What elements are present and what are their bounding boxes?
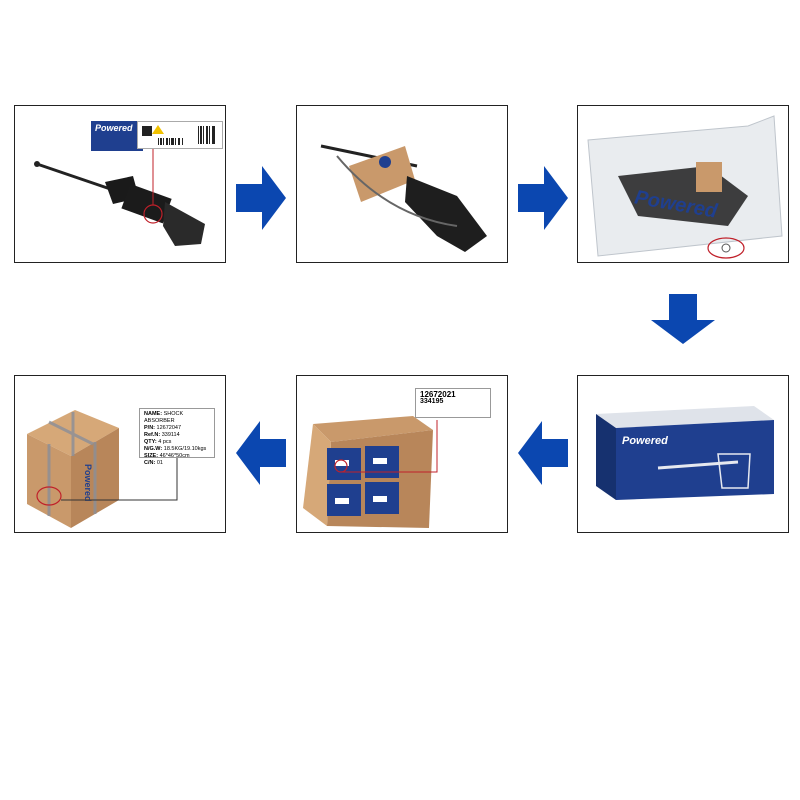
right-arrow-2 <box>518 166 568 230</box>
down-arrow <box>651 294 715 344</box>
panel-step-6-carton-sealed: Powered NAME: SHOCK ABSORBER P/N: 126720… <box>14 375 226 533</box>
highlight-circle <box>36 486 62 506</box>
left-arrow-1 <box>518 421 568 485</box>
panel-step-4-single-box: Powered <box>577 375 789 533</box>
box-brand-print: Powered <box>622 435 668 447</box>
label-row-size: SIZE: 46*46*50cm <box>144 453 190 459</box>
label-row-qty: QTY: 4 pcs <box>144 439 172 445</box>
label-row-weight: N/G.W: 18.5KG/19.10kgs <box>144 446 207 452</box>
label-row-cn: C/N: 01 <box>144 460 163 466</box>
label-row-pn: P/N: 12672047 <box>144 425 182 431</box>
panel-step-3-bagged: Powered <box>577 105 789 263</box>
brand-text: Powered <box>95 123 133 133</box>
shock-absorber-image <box>34 148 205 246</box>
bagged-shock-image: Powered <box>587 115 783 259</box>
highlight-circle <box>707 237 745 259</box>
carton-brand-print: Powered <box>83 464 93 502</box>
wrapped-shock-image <box>320 144 487 252</box>
open-carton-image <box>303 416 438 528</box>
label-brand-badge: Powered <box>91 121 143 151</box>
sealed-carton-image: Powered <box>27 410 178 528</box>
panel-step-5-carton-open: 12672021 334195 <box>296 375 508 533</box>
left-arrow-2 <box>236 421 286 485</box>
single-box-image: Powered <box>596 406 774 500</box>
product-label-barcode <box>137 121 223 149</box>
right-arrow-1 <box>236 166 286 230</box>
label-row-ref: Ref.N: 339114 <box>144 432 180 438</box>
label-ref-number: 334195 <box>420 398 444 405</box>
box-label-callout: 12672021 334195 <box>415 388 491 418</box>
shipping-label-callout: NAME: SHOCK ABSORBER P/N: 12672047 Ref.N… <box>139 408 215 466</box>
label-part-number: 12672021 <box>420 390 456 399</box>
panel-step-2-wrapped <box>296 105 508 263</box>
label-row-name: NAME: SHOCK ABSORBER <box>144 411 184 424</box>
panel-step-1-product: Powered <box>14 105 226 263</box>
